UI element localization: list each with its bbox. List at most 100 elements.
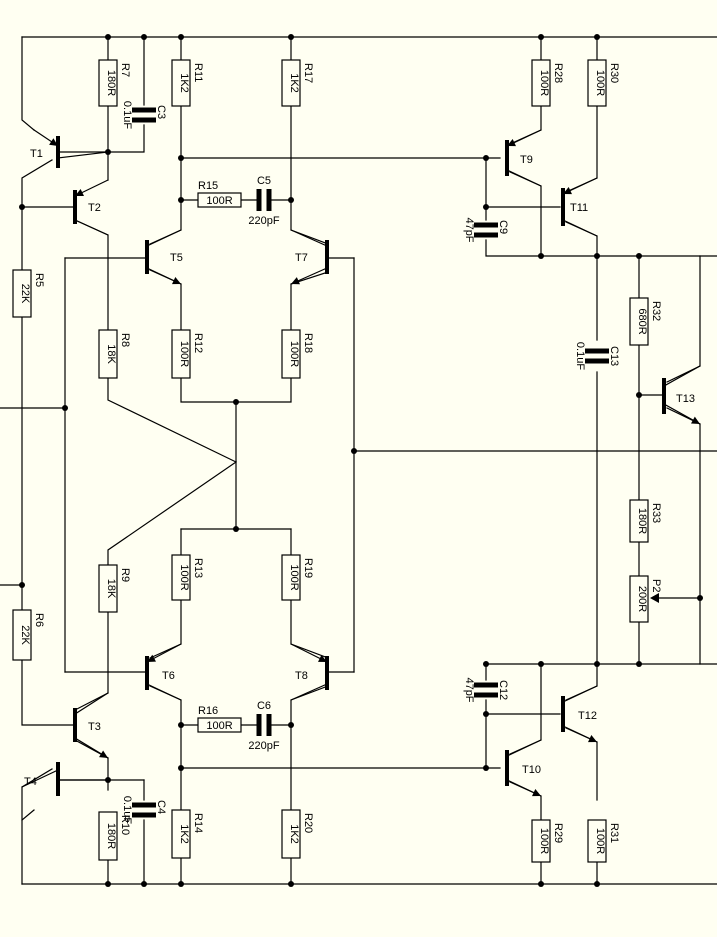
capacitor-value: 47pF xyxy=(463,217,475,242)
junction-dot xyxy=(178,197,184,203)
capacitor-ref: C12 xyxy=(497,680,509,700)
emitter-arrow xyxy=(563,187,572,195)
wire xyxy=(180,377,292,403)
transistor-ref: T1 xyxy=(30,148,43,160)
emitter-arrow xyxy=(172,277,181,285)
junction-dot xyxy=(105,34,111,40)
emitter-arrow xyxy=(49,138,58,146)
wire xyxy=(509,105,542,145)
junction-dot xyxy=(636,253,642,259)
resistor-body xyxy=(281,59,301,107)
junction-dot xyxy=(288,722,294,728)
wire xyxy=(21,159,53,271)
resistor-ref: R19 xyxy=(302,558,314,578)
transistor-ref: T4 xyxy=(24,776,37,788)
capacitor-value: 220pF xyxy=(248,740,279,752)
junction-dot xyxy=(636,661,642,667)
junction-dot xyxy=(233,399,239,405)
capacitor-ref: C3 xyxy=(155,105,167,119)
wire xyxy=(565,221,598,341)
junction-dot xyxy=(538,661,544,667)
transistor-lead xyxy=(57,151,109,159)
wire xyxy=(0,584,23,611)
wire xyxy=(509,171,542,257)
junction-dot xyxy=(538,881,544,887)
transistor-ref: T3 xyxy=(88,721,101,733)
resistor-value: 22K xyxy=(19,625,31,645)
resistor-ref: R16 xyxy=(198,705,218,717)
transistor-t11: T11 xyxy=(561,177,598,237)
junction-dots xyxy=(19,34,703,887)
capacitor-value: 47pF xyxy=(463,677,475,702)
resistor-value: 680R xyxy=(636,308,648,334)
junction-dot xyxy=(697,595,703,601)
resistor-body xyxy=(12,269,32,318)
capacitor-value: 220pF xyxy=(248,215,279,227)
resistor-ref: R28 xyxy=(552,63,564,83)
transistor-lead xyxy=(74,692,109,715)
junction-dot xyxy=(594,661,600,667)
capacitor-c4: C40.1uF xyxy=(121,796,167,824)
transistor-t6: T6 xyxy=(145,643,182,701)
resistor-body xyxy=(587,59,607,107)
junction-dot xyxy=(178,155,184,161)
resistor-value: 180R xyxy=(105,823,117,849)
resistor-value: 100R xyxy=(288,564,300,590)
junction-dot xyxy=(105,149,111,155)
transistor-lead xyxy=(506,169,542,187)
emitter-arrow xyxy=(147,654,156,662)
junction-dot xyxy=(594,34,600,40)
junction-dot xyxy=(141,881,147,887)
transistor-lead xyxy=(562,685,598,703)
wire xyxy=(21,659,76,726)
wire xyxy=(107,124,145,153)
resistor-ref: R8 xyxy=(119,333,131,347)
junction-dot xyxy=(594,881,600,887)
wire xyxy=(107,377,237,463)
resistor-r15: 100R R15 xyxy=(197,180,242,208)
transistor-t12: T12 xyxy=(561,685,598,743)
resistor-value: 180R xyxy=(105,70,117,96)
emitter-arrow xyxy=(691,416,700,424)
resistor-ref: R18 xyxy=(302,333,314,353)
capacitor-ref: C5 xyxy=(257,175,271,187)
emitter-arrow xyxy=(532,789,541,797)
resistor-ref: R11 xyxy=(192,63,204,82)
resistor-value: 100R xyxy=(538,828,550,854)
capacitor-ref: C4 xyxy=(155,800,167,814)
resistor-body xyxy=(171,329,191,379)
transistor-t8: T8 xyxy=(290,643,329,701)
resistor-ref: R15 xyxy=(198,180,218,192)
transistor-t3: T3 xyxy=(73,692,109,759)
transistor-lead xyxy=(290,683,328,701)
resistor-ref: R30 xyxy=(608,63,620,83)
junction-dot xyxy=(483,661,489,667)
resistor-body xyxy=(629,297,649,346)
resistor-body xyxy=(197,717,242,733)
transistor-t13: T13 xyxy=(662,365,701,425)
junction-dot xyxy=(178,722,184,728)
resistor-value: 100R xyxy=(206,195,232,207)
resistor-body xyxy=(98,59,118,107)
resistor-body xyxy=(12,609,32,661)
resistor-body xyxy=(281,554,301,601)
transistor-t5: T5 xyxy=(145,229,183,285)
resistor-body xyxy=(171,554,191,601)
resistor-value: 1K2 xyxy=(288,73,300,93)
resistor-ref: R14 xyxy=(192,813,204,833)
